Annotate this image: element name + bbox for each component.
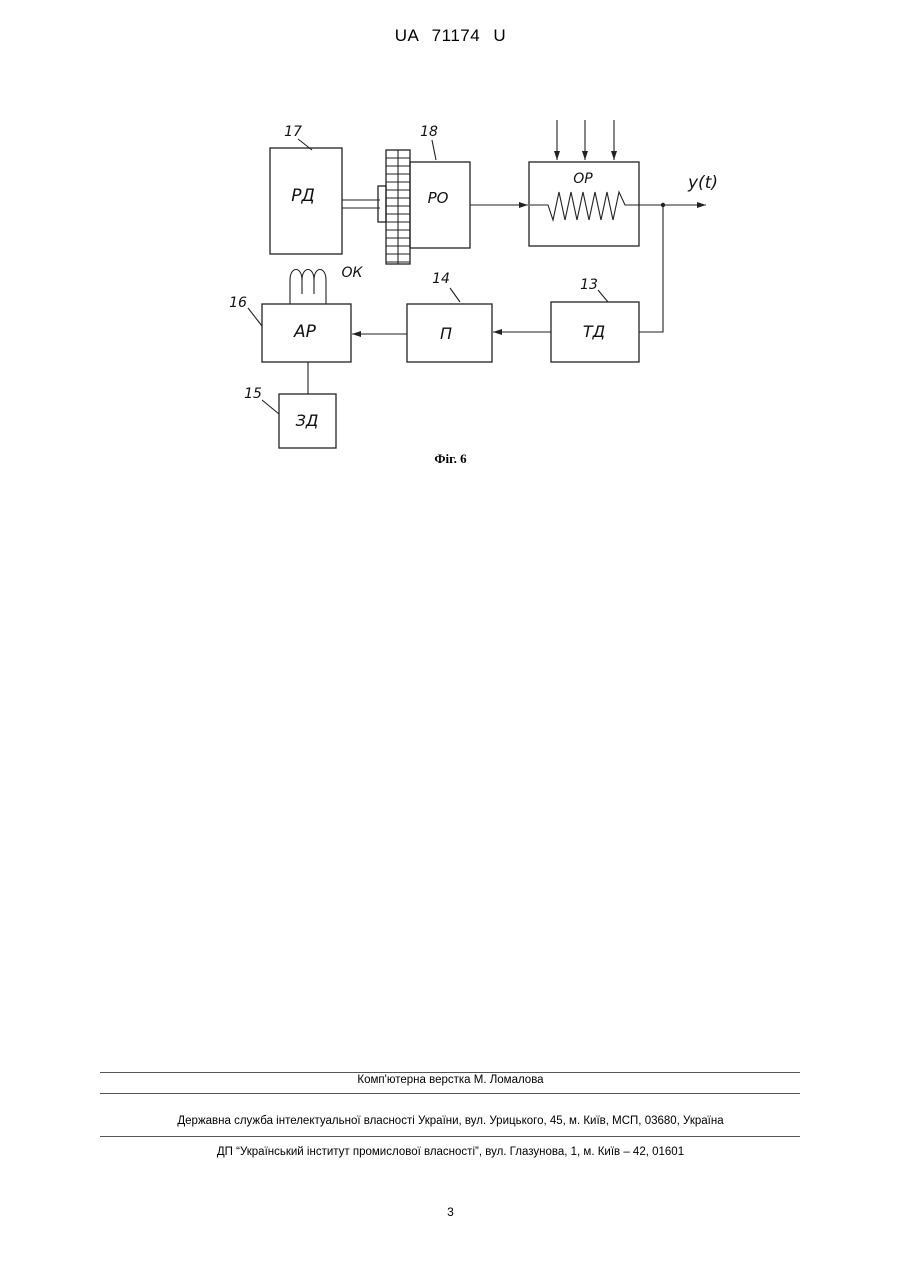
block-td-label: ТД <box>583 322 605 341</box>
page-number: 3 <box>0 1205 901 1219</box>
block-rd-ref: 17 <box>284 124 302 140</box>
shaft <box>342 186 386 222</box>
block-p-label: П <box>440 324 452 343</box>
agency-address: Державна служба інтелектуальної власност… <box>0 1115 901 1127</box>
block-rd-label: РД <box>291 186 315 206</box>
footer-rule-top <box>100 1072 800 1073</box>
block-zd-ref: 15 <box>244 386 262 402</box>
figure-caption: Фіг. 6 <box>0 451 901 467</box>
output-label: y(t) <box>687 173 718 193</box>
block-or-label: ОР <box>573 171 593 187</box>
block-ro-label: РО <box>428 189 449 207</box>
block-p: П 14 <box>407 271 492 362</box>
footer-rule-middle <box>100 1093 800 1094</box>
block-td: ТД 13 <box>551 277 639 362</box>
block-diagram: РД 17 РО 18 ОР y(t) ТД <box>0 0 901 520</box>
block-ro-ref: 18 <box>420 124 438 140</box>
block-p-ref: 14 <box>432 271 450 287</box>
layout-credit: Комп'ютерна верстка М. Ломалова <box>0 1074 901 1086</box>
block-ar: АР 16 <box>229 295 351 362</box>
block-zd: ЗД 15 <box>244 386 336 448</box>
block-ar-ref: 16 <box>229 295 247 311</box>
coil: ОК <box>290 265 364 304</box>
coil-label: ОК <box>342 265 364 281</box>
block-td-ref: 13 <box>580 277 598 293</box>
footer-rule-bottom <box>100 1136 800 1137</box>
feedback-line <box>639 205 663 332</box>
block-zd-label: ЗД <box>296 411 319 430</box>
block-or: ОР <box>529 120 639 246</box>
block-rd: РД 17 <box>270 124 342 254</box>
gear-rack <box>386 150 410 264</box>
block-ro: РО 18 <box>410 124 470 248</box>
output-signal: y(t) <box>639 173 718 207</box>
block-ar-label: АР <box>293 322 317 342</box>
institute-address: ДП “Український інститут промислової вла… <box>0 1146 901 1158</box>
